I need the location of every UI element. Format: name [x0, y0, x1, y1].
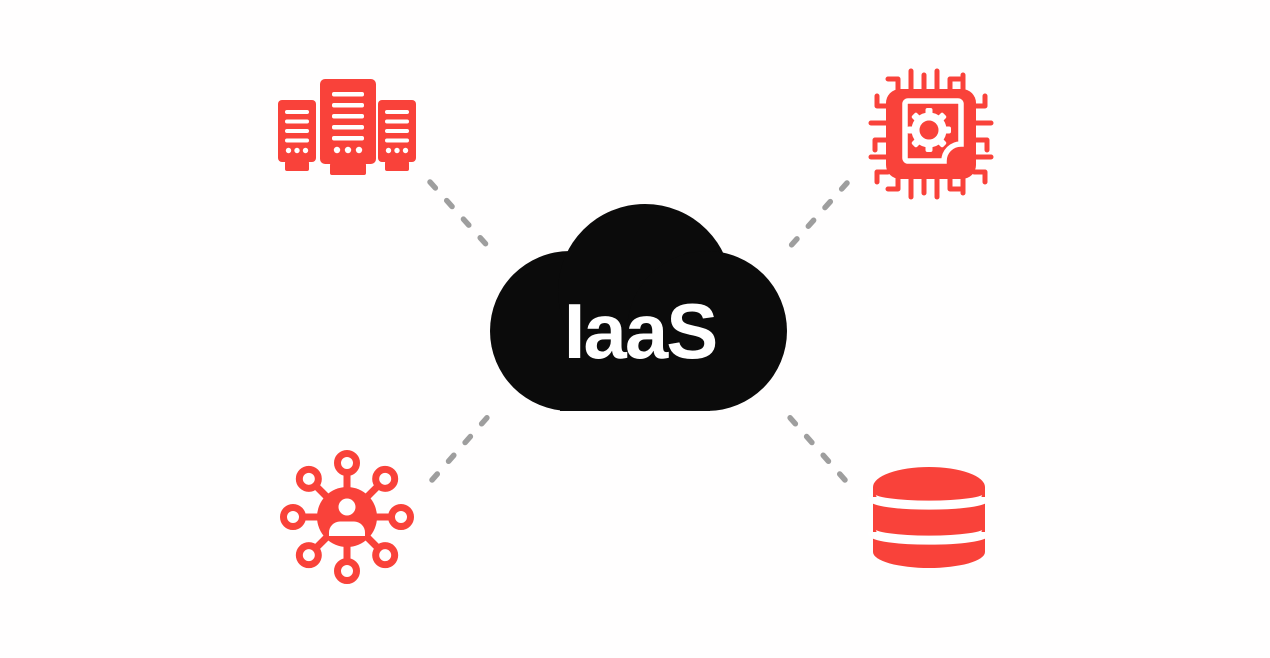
server-slots — [285, 110, 309, 154]
cpu-chip-icon — [868, 68, 994, 200]
gear-icon — [907, 108, 951, 152]
server-tower-right — [378, 100, 416, 171]
server-rack-icon — [278, 79, 416, 175]
database-icon — [867, 467, 991, 568]
connector-bottom-left — [429, 409, 495, 483]
connector-top-left — [427, 179, 496, 255]
cpu-body — [886, 89, 976, 179]
server-slots — [385, 110, 409, 154]
network-hub-circle — [317, 487, 377, 547]
connector-top-right — [784, 180, 850, 253]
cpu-inner-frame — [902, 98, 964, 164]
user-icon — [329, 498, 365, 536]
network-endpoints — [280, 450, 414, 584]
connector-lines — [427, 179, 850, 483]
iaas-cloud-node: IaaS — [490, 204, 787, 411]
server-slots — [332, 92, 364, 154]
cloud-icon — [490, 204, 787, 411]
server-tower-left — [278, 100, 316, 171]
connector-bottom-right — [782, 409, 848, 483]
database-dividers — [867, 494, 991, 545]
cloud-label: IaaS — [564, 287, 716, 375]
server-tower-middle — [320, 79, 376, 175]
database-cylinder — [873, 467, 985, 568]
user-network-icon — [280, 450, 414, 584]
